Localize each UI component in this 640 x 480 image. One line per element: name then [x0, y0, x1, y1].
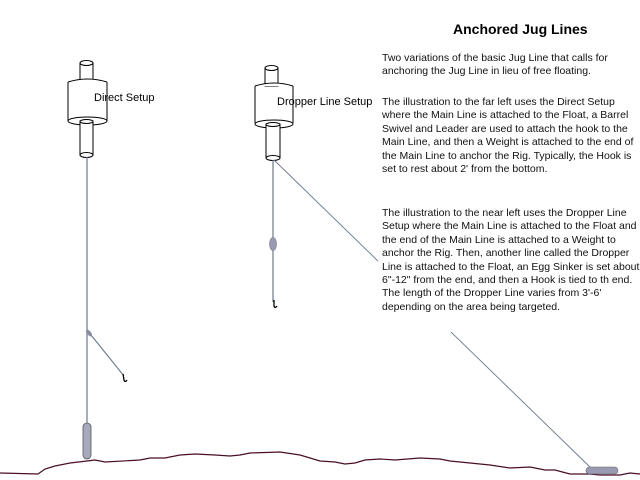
- direct-weight-icon: [82, 422, 92, 460]
- barrel-swivel-icon: [86, 329, 92, 337]
- dropper-setup-paragraph: The illustration to the near left uses t…: [382, 207, 640, 313]
- intro-paragraph: Two variations of the basic Jug Line tha…: [382, 52, 608, 78]
- dropper-hook-icon: [273, 300, 278, 309]
- page-title: Anchored Jug Lines: [453, 21, 588, 37]
- direct-setup-label: Direct Setup: [94, 92, 155, 104]
- text-backdrop: [378, 198, 640, 332]
- dropper-setup-label: Dropper Line Setup: [277, 96, 373, 108]
- dropper-setup-rig: [254, 65, 619, 475]
- dropper-float-icon: [254, 65, 294, 161]
- lake-bottom: [0, 451, 640, 476]
- direct-hook-icon: [122, 373, 128, 383]
- direct-leader-line: [86, 329, 125, 377]
- direct-setup-rig: [67, 60, 128, 460]
- direct-setup-paragraph: The illustration to the far left uses th…: [382, 96, 634, 176]
- dropper-weight-icon: [585, 466, 619, 475]
- direct-float-icon: [67, 60, 108, 158]
- egg-sinker-icon: [269, 237, 277, 251]
